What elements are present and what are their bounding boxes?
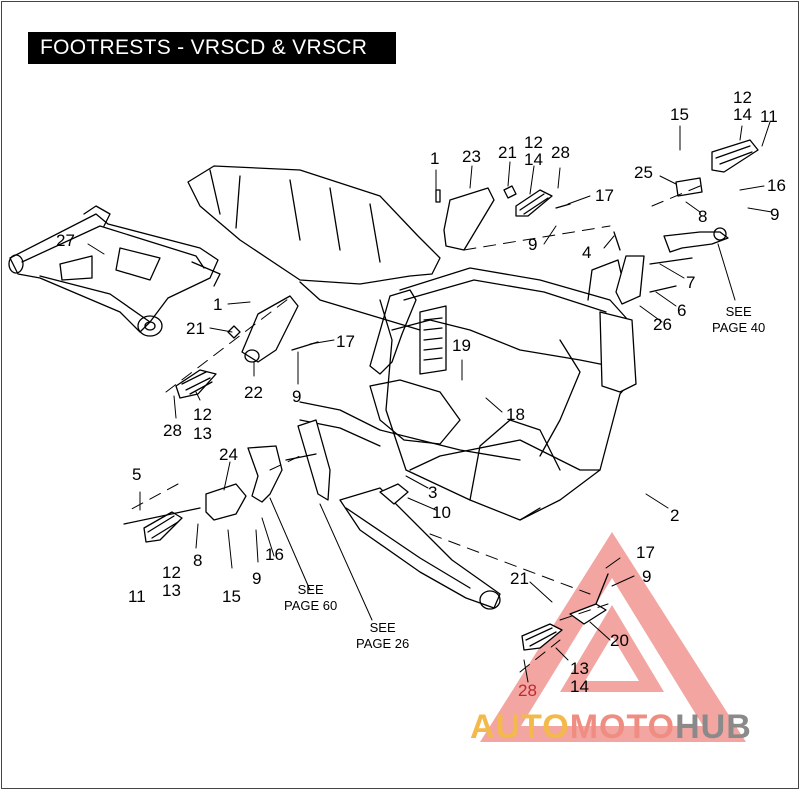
callout-8: 8 — [698, 207, 708, 226]
callout-15: 15 — [222, 587, 241, 606]
right-rear-bracket-drawing — [443, 185, 571, 251]
callout-12: 12 — [733, 88, 752, 107]
left-front-peg-drawing — [123, 419, 331, 543]
callout-16: 16 — [767, 176, 786, 195]
callout-12: 12 — [524, 133, 543, 152]
callout-11: 11 — [760, 107, 778, 126]
callout-23: 23 — [462, 147, 481, 166]
callout-12: 12 — [193, 405, 212, 424]
title-bar — [28, 32, 396, 64]
callout-17: 17 — [595, 186, 614, 205]
callout-13: 13 — [193, 424, 212, 443]
callout-13: 13 — [162, 581, 181, 600]
callout-25: 25 — [634, 163, 653, 182]
see-page-60-reference: SEE PAGE 60 — [284, 582, 338, 613]
leader-lines — [87, 121, 773, 683]
callout-13: 13 — [570, 659, 589, 678]
callout-21: 21 — [498, 143, 517, 162]
callout-24: 24 — [219, 445, 238, 464]
callout-9: 9 — [252, 569, 262, 588]
callout-28: 28 — [551, 143, 570, 162]
frame-drawing — [187, 165, 637, 521]
left-rear-bracket-drawing — [175, 189, 441, 399]
callout-1: 1 — [213, 295, 223, 314]
see-page-40-reference: SEE PAGE 40 — [712, 304, 766, 335]
callout-18: 18 — [506, 405, 525, 424]
front-right-peg-drawing — [613, 139, 759, 305]
exhaust-drawing — [339, 483, 501, 610]
callout-4: 4 — [582, 243, 592, 262]
callout-28: 28 — [163, 421, 182, 440]
callout-3: 3 — [428, 483, 438, 502]
callout-22: 22 — [244, 383, 263, 402]
callout-17: 17 — [636, 543, 655, 562]
callout-7: 7 — [686, 273, 696, 292]
callout-28: 28 — [518, 681, 537, 700]
watermark-triangle — [480, 532, 746, 742]
right-front-peg-drawing — [521, 573, 609, 651]
callout-5: 5 — [132, 465, 142, 484]
callout-1: 1 — [430, 149, 440, 168]
callout-19: 19 — [452, 336, 471, 355]
callout-9: 9 — [770, 205, 780, 224]
page-title: FOOTRESTS - VRSCD & VRSCR — [40, 36, 368, 59]
callout-9: 9 — [642, 567, 652, 586]
watermark-logo-text: AUTOMOTOHUB — [470, 708, 752, 746]
callout-26: 26 — [653, 315, 672, 334]
callout-21: 21 — [186, 319, 205, 338]
callout-21: 21 — [510, 569, 529, 588]
callout-15: 15 — [670, 105, 689, 124]
callout-2: 2 — [670, 506, 680, 525]
callout-10: 10 — [432, 503, 451, 522]
callout-9: 9 — [528, 235, 538, 254]
callout-11: 11 — [128, 587, 146, 606]
callout-27: 27 — [56, 231, 75, 250]
callout-14: 14 — [524, 150, 543, 169]
callout-14: 14 — [733, 105, 752, 124]
callout-8: 8 — [193, 551, 203, 570]
callout-16: 16 — [265, 545, 284, 564]
callout-20: 20 — [610, 631, 629, 650]
see-page-26-reference: SEE PAGE 26 — [356, 620, 410, 651]
callout-12: 12 — [162, 563, 181, 582]
callout-6: 6 — [677, 301, 687, 320]
swingarm-drawing — [8, 205, 221, 337]
callout-17: 17 — [336, 332, 355, 351]
callout-9: 9 — [292, 387, 302, 406]
callout-14: 14 — [570, 677, 589, 696]
